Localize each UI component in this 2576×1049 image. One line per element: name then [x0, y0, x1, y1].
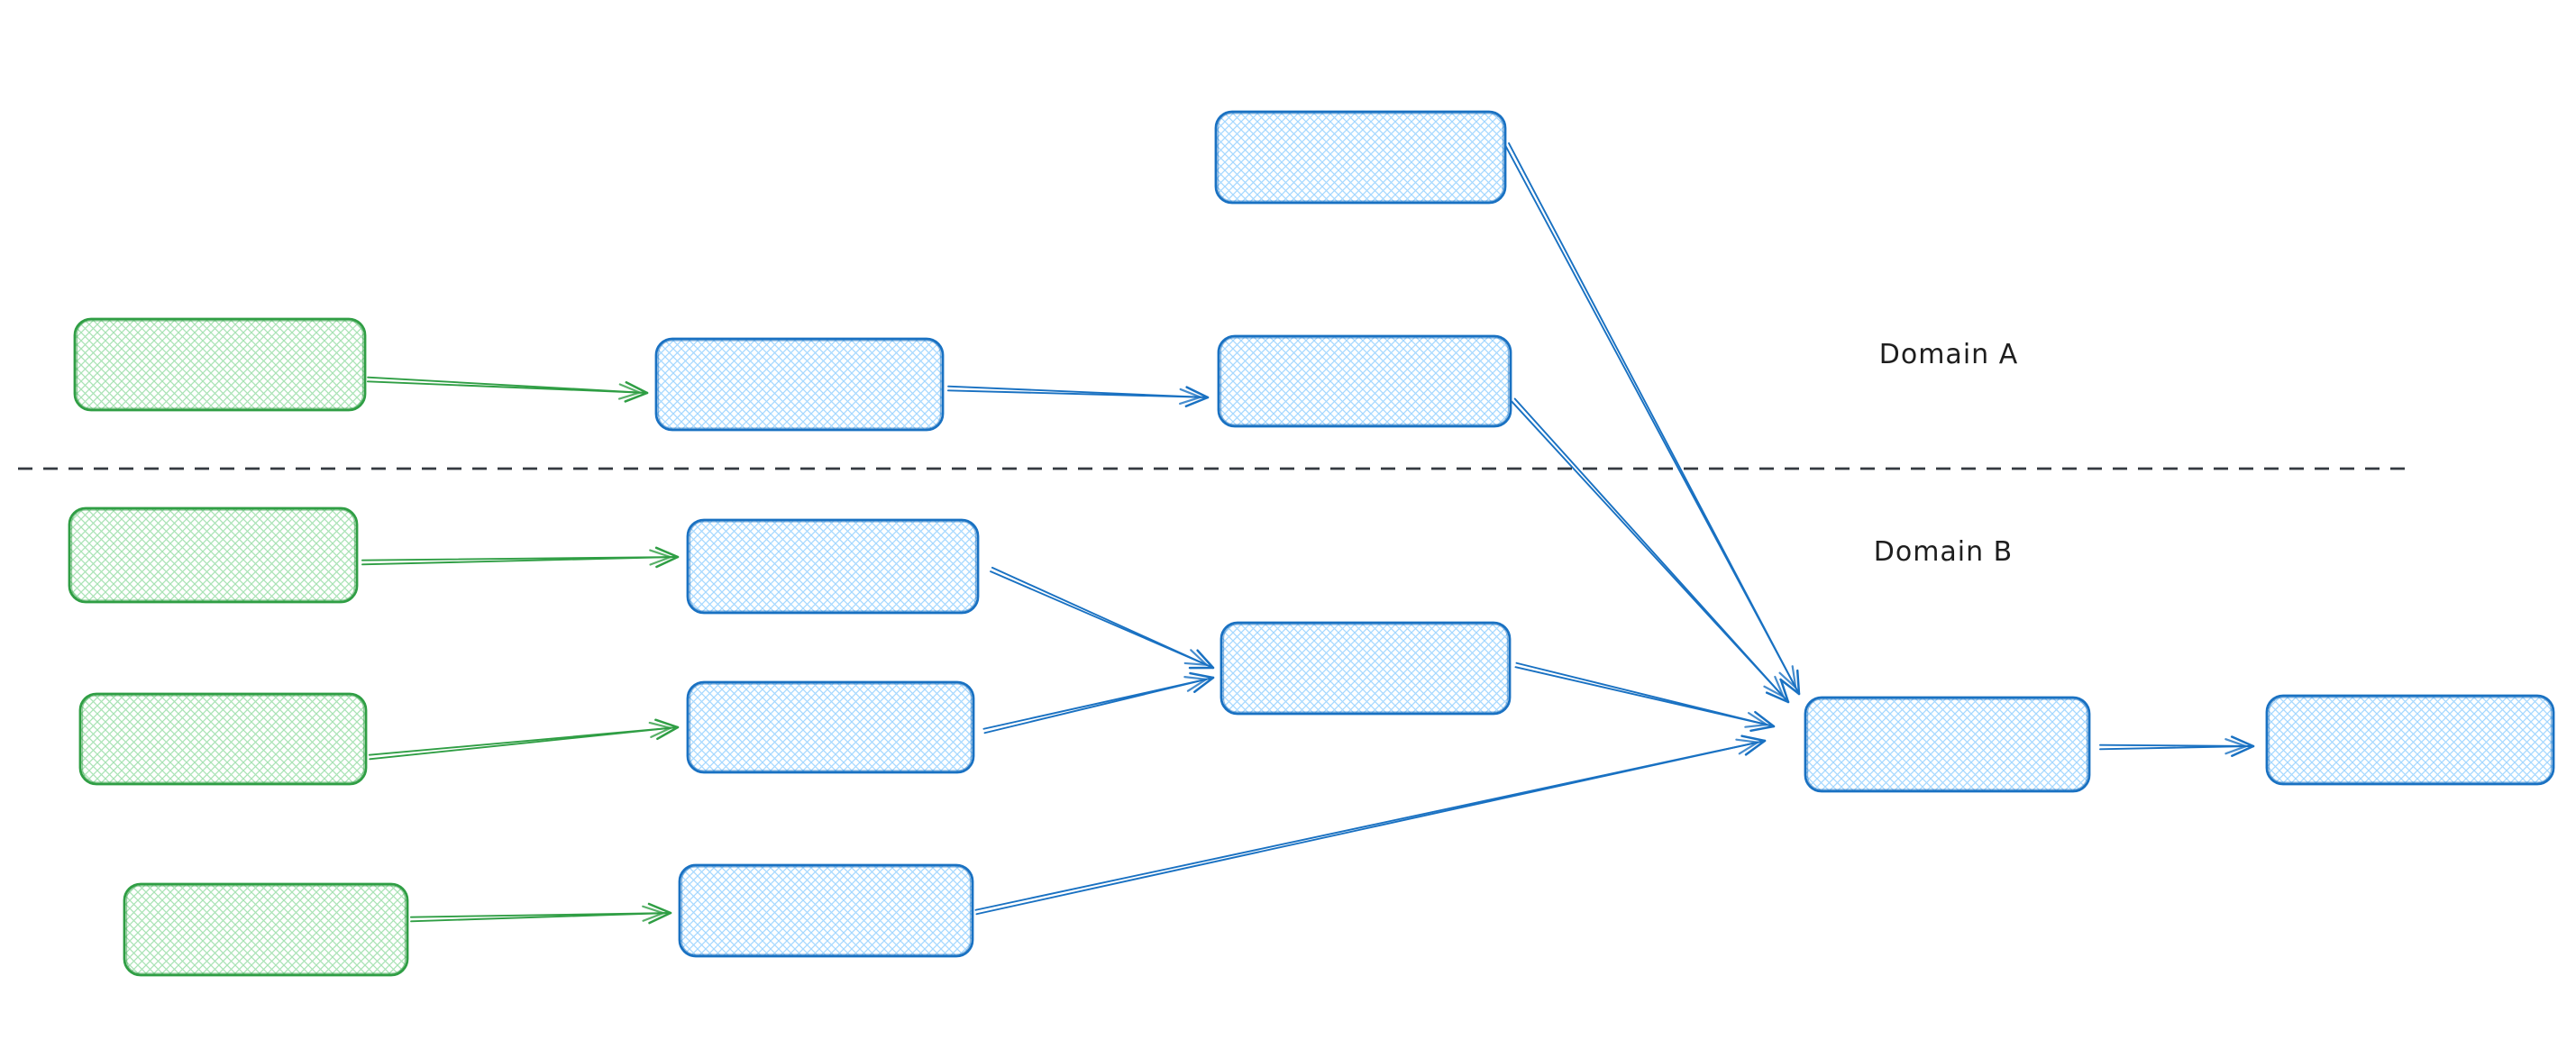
edge-blue-merge-to-blue-final: [2099, 735, 2255, 757]
nodes-layer: [68, 110, 2555, 977]
edges-layer: [361, 141, 2255, 925]
edge-green-b2-to-blue-b2: [368, 718, 680, 761]
node-blue-merge: [1804, 696, 2091, 793]
node-green-b2: [78, 692, 368, 786]
edge-blue-b3-to-blue-merge: [974, 734, 1767, 916]
node-green-b3: [123, 882, 409, 977]
node-green-b1: [68, 506, 359, 604]
edge-green-a-to-blue-a1: [366, 376, 649, 403]
node-blue-top: [1214, 110, 1507, 205]
edge-green-b3-to-blue-b3: [409, 902, 672, 925]
edge-blue-a1-to-blue-a2: [946, 385, 1210, 408]
edge-green-b1-to-blue-b1: [361, 546, 680, 569]
node-blue-b1: [686, 518, 980, 615]
edge-blue-b2-to-blue-bmid: [982, 671, 1215, 734]
edge-blue-a2-to-blue-merge: [1511, 397, 1790, 704]
node-blue-a2: [1217, 334, 1512, 428]
node-blue-b2: [686, 680, 975, 774]
node-blue-final: [2265, 694, 2555, 786]
node-blue-a1: [654, 337, 945, 432]
node-blue-bmid: [1219, 621, 1512, 716]
edge-blue-top-to-blue-merge: [1504, 141, 1801, 696]
edge-blue-b1-to-blue-bmid: [990, 566, 1215, 670]
domain-a-label: Domain A: [1879, 339, 2018, 370]
edge-blue-bmid-to-blue-merge: [1514, 661, 1776, 733]
domain-b-label: Domain B: [1874, 536, 2014, 568]
node-blue-b3: [678, 863, 974, 958]
node-green-a: [73, 317, 367, 412]
